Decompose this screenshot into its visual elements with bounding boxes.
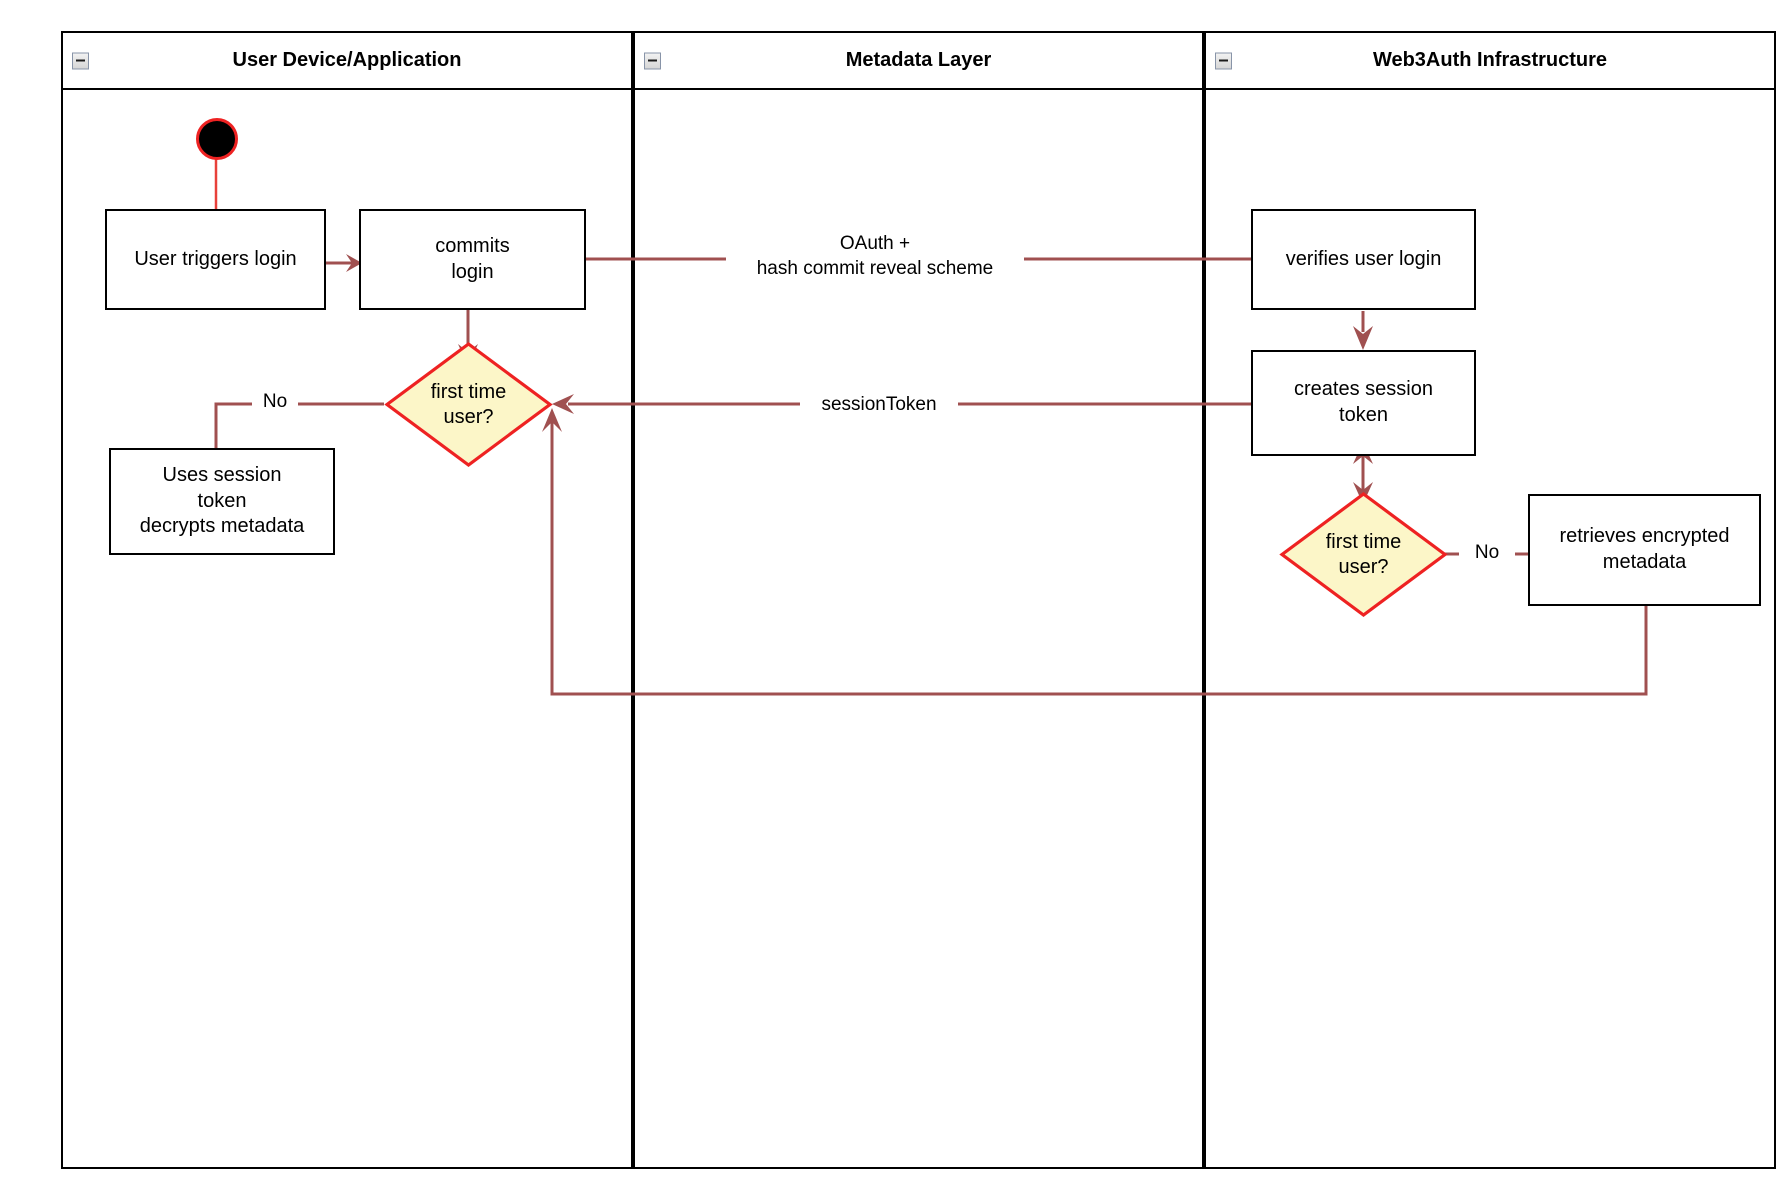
start-node[interactable] xyxy=(196,118,238,160)
swimlane-title-user-device: User Device/Application xyxy=(232,49,462,71)
collapse-minus-icon[interactable] xyxy=(72,52,89,69)
diamond-shape xyxy=(384,342,553,467)
activity-label: creates session token xyxy=(1294,378,1433,426)
activity-label: User triggers login xyxy=(134,247,297,270)
edge-label-session-token: sessionToken xyxy=(800,393,958,418)
activity-user-triggers-login[interactable]: User triggers login xyxy=(105,209,326,310)
swimlane-title-metadata-layer: Metadata Layer xyxy=(845,49,992,71)
swimlane-title-web3auth: Web3Auth Infrastructure xyxy=(1372,49,1608,71)
diamond-shape xyxy=(1279,492,1448,617)
decision-first-time-user-left[interactable]: first time user? xyxy=(384,341,553,468)
swimlane-header-metadata-layer[interactable]: Metadata Layer xyxy=(635,33,1202,90)
activity-label: Uses session token decrypts metadata xyxy=(139,464,305,538)
activity-label: verifies user login xyxy=(1285,247,1442,270)
swimlane-header-user-device[interactable]: User Device/Application xyxy=(63,33,631,90)
activity-uses-session-token[interactable]: Uses session token decrypts metadata xyxy=(109,448,335,555)
collapse-minus-icon[interactable] xyxy=(644,52,661,69)
edge-label-no-left: No xyxy=(252,390,298,415)
decision-first-time-user-right[interactable]: first time user? xyxy=(1279,491,1448,618)
activity-verifies-user-login[interactable]: verifies user login xyxy=(1251,209,1476,310)
activity-creates-session-token[interactable]: creates session token xyxy=(1251,350,1476,456)
swimlane-header-web3auth[interactable]: Web3Auth Infrastructure xyxy=(1206,33,1774,90)
collapse-minus-icon[interactable] xyxy=(1215,52,1232,69)
swimlane-user-device[interactable]: User Device/Application xyxy=(61,31,633,1169)
swimlane-metadata-layer[interactable]: Metadata Layer xyxy=(633,31,1204,1169)
activity-retrieves-encrypted-metadata[interactable]: retrieves encrypted metadata xyxy=(1528,494,1761,606)
edge-label-oauth: OAuth + hash commit reveal scheme xyxy=(726,232,1024,282)
edge-label-no-right: No xyxy=(1459,541,1515,566)
activity-label: commits login xyxy=(435,234,510,283)
activity-label: retrieves encrypted metadata xyxy=(1559,525,1730,573)
activity-commits-login[interactable]: commits login xyxy=(359,209,586,310)
